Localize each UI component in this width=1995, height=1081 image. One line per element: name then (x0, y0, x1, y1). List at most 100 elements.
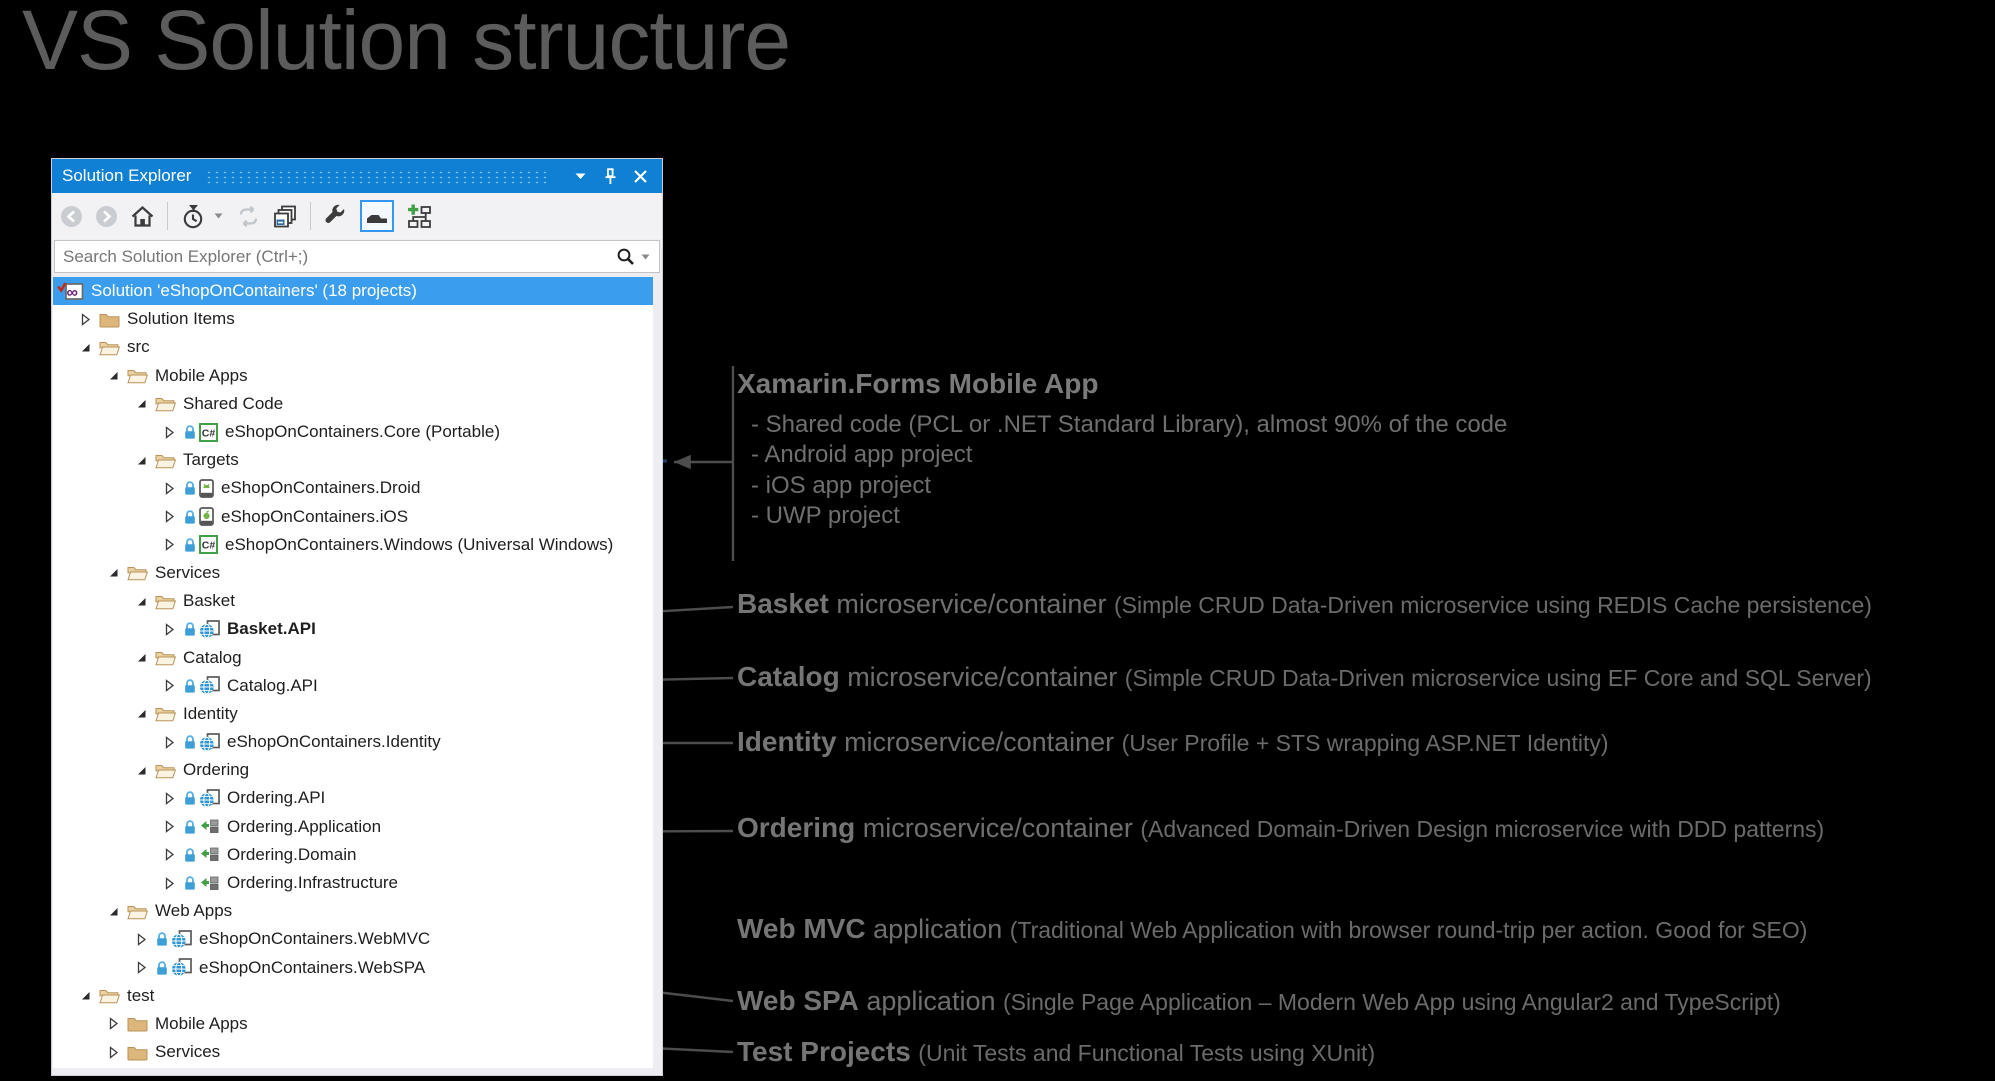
tree-item-targets[interactable]: Targets (53, 446, 653, 474)
expander-expanded-icon[interactable] (135, 397, 150, 410)
lock-icon (155, 931, 169, 947)
expander-collapsed-icon[interactable] (163, 679, 178, 693)
expander-collapsed-icon[interactable] (135, 961, 150, 974)
expander-collapsed-icon[interactable] (107, 1045, 122, 1059)
tree-item-label: Ordering.API (227, 788, 326, 808)
tree-item-label: Ordering.Application (227, 816, 382, 836)
tree-item-eshoponcontainers-identity[interactable]: eShopOnContainers.Identity (53, 728, 653, 756)
folder-closed-icon (127, 1044, 148, 1061)
web-project-icon (199, 732, 220, 752)
search-icon[interactable] (616, 247, 635, 266)
expander-collapsed-icon[interactable] (163, 510, 178, 523)
tree-item-ordering-application[interactable]: Ordering.Application (53, 813, 653, 841)
collapse-all-icon[interactable] (273, 200, 298, 232)
tree-item-eshoponcontainers-droid[interactable]: eShopOnContainers.Droid (53, 474, 653, 502)
switch-views-icon[interactable] (406, 200, 433, 232)
tree-item-eshoponcontainers-webspa[interactable]: eShopOnContainers.WebSPA (53, 954, 653, 982)
search-input[interactable] (63, 246, 616, 267)
tree-item-eshoponcontainers-ios[interactable]: eShopOnContainers.iOS (53, 503, 653, 531)
tree-item-src[interactable]: src (53, 333, 653, 361)
expander-expanded-icon[interactable] (107, 369, 122, 382)
tree-item-ordering-infrastructure[interactable]: Ordering.Infrastructure (53, 869, 653, 897)
tree-item-services[interactable]: Services (53, 1038, 653, 1066)
tree-item-solution-items[interactable]: Solution Items (53, 305, 653, 333)
tree-item-test[interactable]: test (53, 982, 653, 1010)
solution-explorer-toolbar (52, 193, 662, 239)
tree-item-ordering-api[interactable]: Ordering.API (53, 784, 653, 812)
lock-icon (183, 847, 197, 863)
back-icon[interactable] (60, 200, 83, 232)
class-library-project-icon (199, 845, 220, 864)
expander-expanded-icon[interactable] (135, 595, 150, 608)
expander-collapsed-icon[interactable] (163, 820, 178, 833)
class-library-project-icon (199, 874, 220, 893)
tree-item-eshoponcontainers-webmvc[interactable]: eShopOnContainers.WebMVC (53, 925, 653, 953)
expander-expanded-icon[interactable] (107, 566, 122, 579)
expander-expanded-icon[interactable] (107, 905, 122, 918)
panel-title: Solution Explorer (62, 166, 192, 185)
pending-changes-filter-icon[interactable] (180, 200, 207, 232)
tree-item-ordering-domain[interactable]: Ordering.Domain (53, 841, 653, 869)
expander-collapsed-icon[interactable] (163, 482, 178, 495)
tree-item-catalog[interactable]: Catalog (53, 643, 653, 671)
search-box[interactable] (54, 240, 660, 273)
tree-item-eshoponcontainers-windows-universal-windows[interactable]: C#eShopOnContainers.Windows (Universal W… (53, 531, 653, 559)
expander-collapsed-icon[interactable] (163, 792, 178, 805)
titlebar-drag-texture[interactable] (205, 169, 550, 185)
tree-item-label: Services (155, 1042, 221, 1062)
annotation-descriptor: microservice/container (836, 727, 1122, 757)
tree-item-catalog-api[interactable]: Catalog.API (53, 672, 653, 700)
forward-icon[interactable] (95, 200, 118, 232)
annotation-catalog: Catalog microservice/container (Simple C… (737, 661, 1872, 693)
preview-selected-items-icon[interactable] (360, 200, 394, 232)
expander-expanded-icon[interactable] (135, 764, 150, 777)
sync-with-active-document-icon[interactable] (236, 200, 261, 232)
tree-item-identity[interactable]: Identity (53, 700, 653, 728)
home-icon[interactable] (130, 200, 155, 232)
lock-icon (183, 734, 197, 750)
expander-collapsed-icon[interactable] (163, 623, 178, 636)
close-icon[interactable] (628, 164, 652, 188)
tree-item-shared-code[interactable]: Shared Code (53, 390, 653, 418)
tree-item-label: Ordering.Domain (227, 844, 357, 864)
expander-collapsed-icon[interactable] (163, 848, 178, 862)
expander-collapsed-icon[interactable] (163, 735, 178, 749)
expander-expanded-icon[interactable] (79, 341, 94, 354)
tree-item-services[interactable]: Services (53, 559, 653, 587)
pin-icon[interactable] (598, 164, 622, 188)
tree-item-mobile-apps[interactable]: Mobile Apps (53, 1010, 653, 1038)
annotation-bullet: - Android app project (751, 441, 973, 469)
folder-closed-icon (99, 311, 120, 328)
annotation-lead: Web SPA (737, 985, 859, 1016)
tree-item-solution-eshoponcontainers-18-projects[interactable]: ∞Solution 'eShopOnContainers' (18 projec… (53, 277, 653, 306)
tree-item-mobile-apps[interactable]: Mobile Apps (53, 362, 653, 390)
expander-collapsed-icon[interactable] (163, 425, 178, 439)
tree-item-label: Services (155, 562, 221, 582)
expander-expanded-icon[interactable] (135, 454, 150, 467)
tree-item-eshoponcontainers-core-portable[interactable]: C#eShopOnContainers.Core (Portable) (53, 418, 653, 446)
web-project-icon (171, 930, 192, 949)
tree-item-basket[interactable]: Basket (53, 587, 653, 615)
expander-expanded-icon[interactable] (135, 651, 150, 664)
expander-expanded-icon[interactable] (135, 707, 150, 720)
solution-explorer-titlebar[interactable]: Solution Explorer (52, 159, 662, 193)
tree-item-label: Identity (183, 703, 238, 723)
tree-item-ordering[interactable]: Ordering (53, 756, 653, 784)
expander-collapsed-icon[interactable] (163, 876, 178, 890)
annotation-bullets: - Shared code (PCL or .NET Standard Libr… (737, 410, 1507, 532)
filter-dropdown-caret-icon[interactable] (213, 200, 224, 232)
tree-item-web-apps[interactable]: Web Apps (53, 897, 653, 925)
annotation-lead: Test Projects (737, 1036, 911, 1067)
window-position-caret-icon[interactable] (568, 164, 592, 188)
expander-collapsed-icon[interactable] (79, 312, 94, 326)
expander-collapsed-icon[interactable] (107, 1017, 122, 1031)
expander-collapsed-icon[interactable] (135, 933, 150, 946)
lock-icon (183, 875, 197, 891)
tree-item-label: test (127, 985, 155, 1005)
annotation-detail: (Unit Tests and Functional Tests using X… (918, 1040, 1376, 1066)
tree-item-basket-api[interactable]: Basket.API (53, 615, 653, 643)
expander-collapsed-icon[interactable] (163, 538, 178, 552)
expander-expanded-icon[interactable] (79, 989, 94, 1002)
search-options-caret-icon[interactable] (640, 253, 651, 261)
properties-wrench-icon[interactable] (323, 200, 348, 232)
